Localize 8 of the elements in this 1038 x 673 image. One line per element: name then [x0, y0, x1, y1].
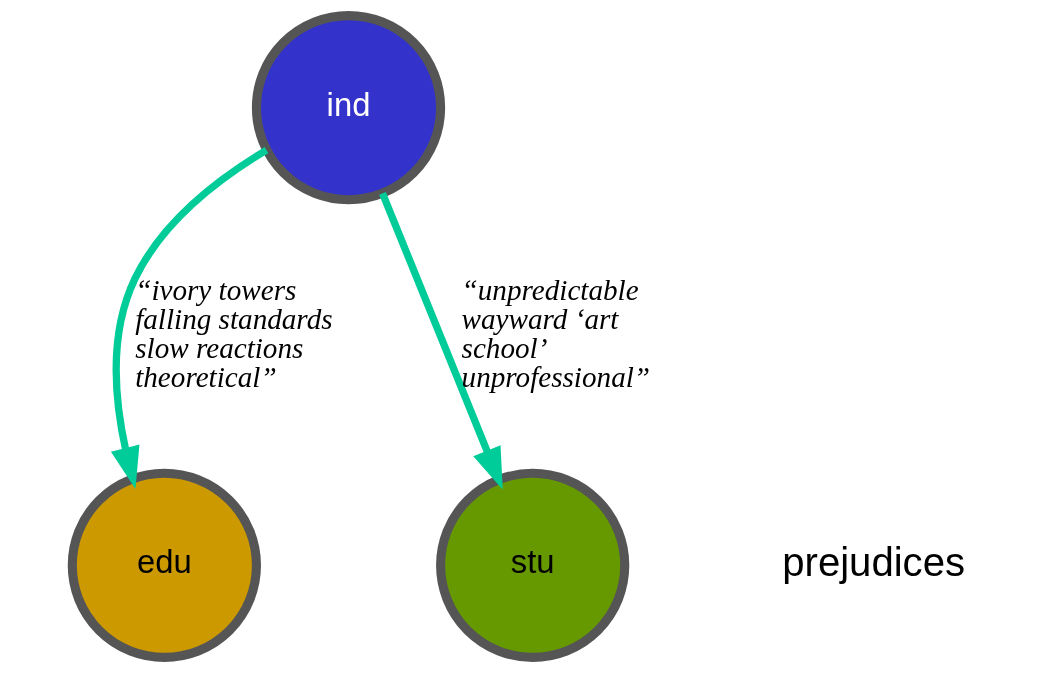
node-circle: ind: [251, 11, 446, 205]
node-circle: edu: [67, 468, 261, 662]
arrow: [110, 146, 269, 489]
edge-label: “unpredictable wayward ‘art school’ unprofessional”: [461, 273, 651, 394]
arrow: [379, 191, 503, 490]
edge-label: “ivory towers falling standards slow reactions theoretical”: [135, 273, 333, 394]
node-circle: stu: [436, 468, 630, 662]
label: prejudices: [782, 539, 966, 584]
